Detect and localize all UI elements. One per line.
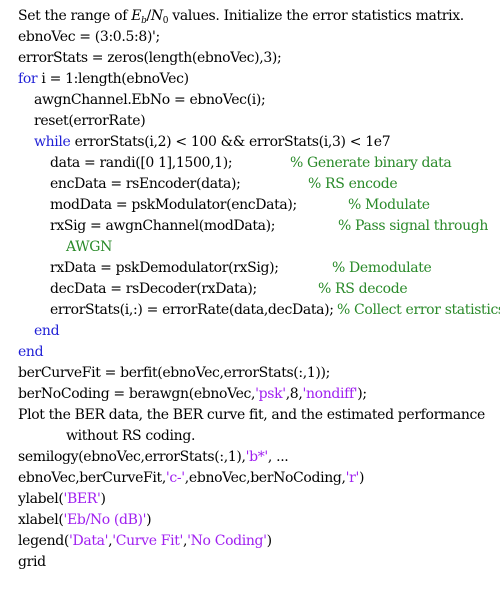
code-line-22: ylabel('BER') [18,489,106,510]
code-line-24-d: ) [266,533,272,549]
keyword-end-outer: end [18,344,44,360]
string-ber: 'BER' [63,491,101,507]
comment-line-11: % Pass signal through [338,218,489,234]
code-line-16: end [18,342,44,363]
string-ebno: 'Eb/No (dB)' [63,512,147,528]
code-line-6: reset(errorRate) [34,113,146,129]
code-line-22-b: ) [100,491,106,507]
plot-description-cont: without RS coding. [66,428,196,444]
code-line-21: ebnoVec,berCurveFit,'c-',ebnoVec,berNoCo… [18,468,364,489]
intro-text-b: values. Initialize the error statistics … [168,8,464,24]
code-line-20-b: , ... [267,449,289,465]
intro-text-a: Set the range of [18,8,132,24]
code-line-24-a: legend( [18,533,70,549]
code-line-13: decData = rsDecoder(rxData); [50,281,257,297]
code-line-20-a: semilogy(ebnoVec,errorStats(:,1), [18,449,246,465]
string-b-star: 'b*' [245,449,269,465]
code-line-18: berNoCoding = berawgn(ebnoVec,'psk',8,'n… [18,384,367,405]
math-zero: 0 [162,16,169,26]
keyword-end-inner: end [34,323,60,339]
comment-line-12: % Demodulate [332,260,432,276]
code-line-22-a: ylabel( [18,491,64,507]
comment-line-9: % RS encode [308,176,398,192]
code-line-20: semilogy(ebnoVec,errorStats(:,1),'b*', .… [18,447,289,468]
code-line-18-c: ); [357,386,367,402]
math-slash: / [146,8,152,24]
string-nondiff: 'nondiff' [302,386,358,402]
string-r: 'r' [345,470,360,486]
code-line-24-b: , [108,533,113,549]
math-b: b [141,16,147,26]
code-line-24-c: , [183,533,188,549]
code-line-8: data = randi([0 1],1500,1); [50,155,233,171]
code-line-7-rest: errorStats(i,2) < 100 && errorStats(i,3)… [70,134,391,150]
plot-description: Plot the BER data, the BER curve fit, an… [18,407,485,423]
code-line-4: for i = 1:length(ebnoVec) [18,69,189,90]
code-line-18-b: ,8, [285,386,303,402]
math-e: E [131,8,142,24]
code-line-23: xlabel('Eb/No (dB)') [18,510,152,531]
intro-text: Set the range of Eb/N0 values. Initializ… [18,6,464,27]
code-line-11: rxSig = awgnChannel(modData); [50,218,276,234]
string-curve-fit: 'Curve Fit' [112,533,184,549]
code-line-21-a: ebnoVec,berCurveFit, [18,470,166,486]
code-line-5: awgnChannel.EbNo = ebnoVec(i); [34,92,266,108]
comment-line-8: % Generate binary data [290,155,452,171]
code-line-2: ebnoVec = (3:0.5:8)'; [18,29,160,45]
code-line-10: modData = pskModulator(encData); [50,197,297,213]
code-line-18-a: berNoCoding = berawgn(ebnoVec, [18,386,256,402]
code-line-3: errorStats = zeros(length(ebnoVec),3); [18,50,282,66]
string-data: 'Data' [69,533,109,549]
code-line-12: rxData = pskDemodulator(rxSig); [50,260,279,276]
code-line-15: end [18,321,60,342]
code-line-21-b: ,ebnoVec,berNoCoding, [184,470,346,486]
string-no-coding: 'No Coding' [187,533,267,549]
code-line-25: grid [18,554,46,570]
code-line-4-rest: i = 1:length(ebnoVec) [37,71,189,87]
comment-line-11b: AWGN [66,239,112,255]
keyword-for: for [18,71,38,87]
code-line-17: berCurveFit = berfit(ebnoVec,errorStats(… [18,365,331,381]
comment-line-13: % RS decode [318,281,408,297]
comment-line-10: % Modulate [348,197,430,213]
code-line-7: while errorStats(i,2) < 100 && errorStat… [18,132,391,153]
code-line-9: encData = rsEncoder(data); [50,176,241,192]
string-psk: 'psk' [255,386,286,402]
comment-line-14: % Collect error statistics [337,302,500,318]
code-line-21-c: ) [358,470,365,486]
math-n: N [150,8,163,24]
keyword-while: while [34,134,71,150]
code-line-14: errorStats(i,:) = errorRate(data,decData… [50,302,334,318]
code-line-23-a: xlabel( [18,512,64,528]
code-line-23-b: ) [146,512,152,528]
code-line-24: legend('Data','Curve Fit','No Coding') [18,531,272,552]
string-c-dash: 'c-' [165,470,185,486]
